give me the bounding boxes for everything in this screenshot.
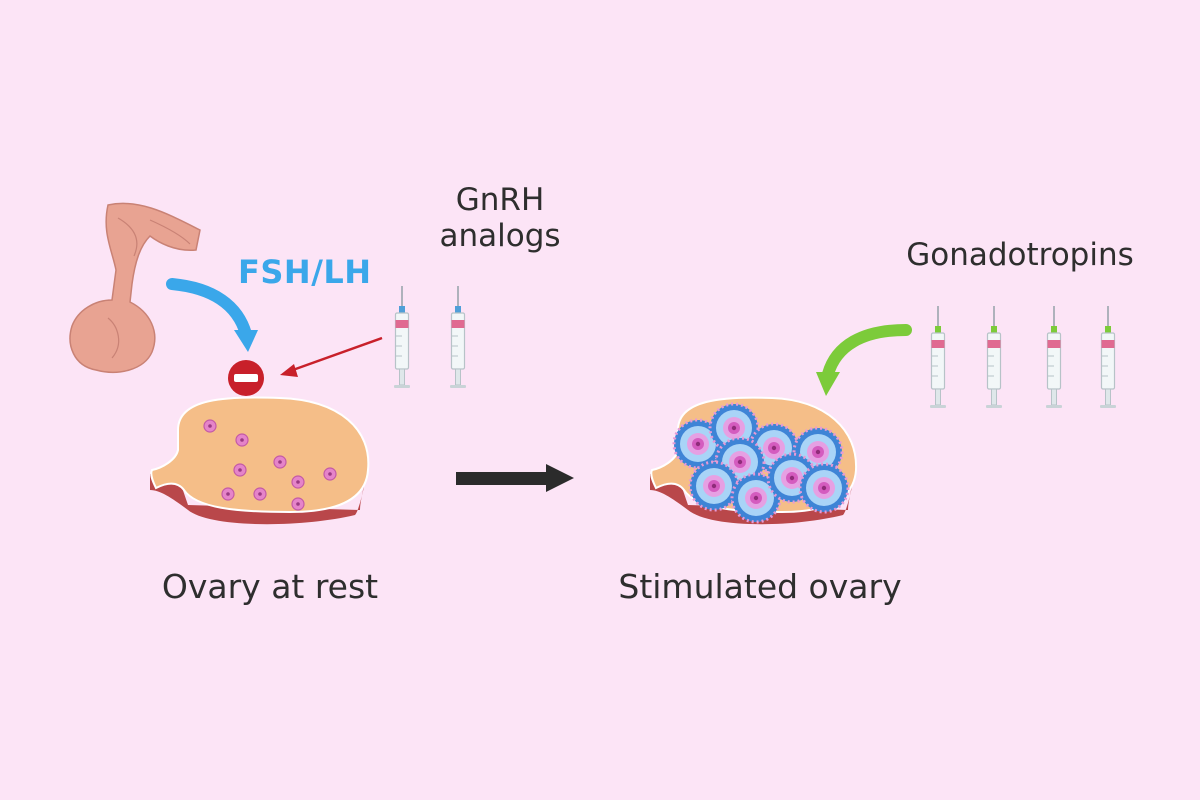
ovary-at-rest bbox=[150, 396, 370, 525]
syringe-icon bbox=[393, 285, 411, 389]
follicle-icon bbox=[273, 455, 287, 469]
follicle-icon bbox=[291, 475, 305, 489]
ovary-stimulated-label: Stimulated ovary bbox=[618, 567, 902, 606]
fsh-lh-label: FSH/LH bbox=[238, 253, 372, 291]
follicle-icon bbox=[291, 497, 305, 511]
syringe-icon bbox=[449, 285, 467, 389]
fsh-lh-arrow bbox=[166, 278, 258, 352]
ovary-rest-label: Ovary at rest bbox=[161, 567, 379, 606]
minus-circle-icon bbox=[228, 360, 264, 396]
follicle-icon bbox=[203, 419, 217, 433]
gonadotropins-label: Gonadotropins bbox=[906, 237, 1134, 273]
follicle-icon bbox=[253, 487, 267, 501]
syringe-icon bbox=[929, 305, 947, 409]
gnrh-label-line1: GnRH bbox=[455, 182, 545, 218]
gnrh-analogs-label: GnRH analogs bbox=[400, 182, 600, 254]
follicle-icon bbox=[235, 433, 249, 447]
follicle-icon bbox=[798, 462, 850, 514]
gnrh-label-line2: analogs bbox=[439, 217, 561, 254]
follicle-icon bbox=[221, 487, 235, 501]
gonadotropin-syringes bbox=[929, 305, 1117, 409]
follicle-icon bbox=[323, 467, 337, 481]
pituitary-gland-icon bbox=[69, 202, 201, 373]
process-arrow bbox=[456, 464, 574, 492]
follicle-icon bbox=[233, 463, 247, 477]
gnrh-inhibition-arrow bbox=[280, 336, 383, 377]
stimulated-ovary bbox=[650, 396, 858, 525]
syringe-icon bbox=[985, 305, 1003, 409]
gnrh-syringes bbox=[393, 285, 467, 389]
syringe-icon bbox=[1045, 305, 1063, 409]
gonadotropin-arrow bbox=[816, 324, 912, 396]
follicle-icon bbox=[688, 460, 740, 512]
syringe-icon bbox=[1099, 305, 1117, 409]
